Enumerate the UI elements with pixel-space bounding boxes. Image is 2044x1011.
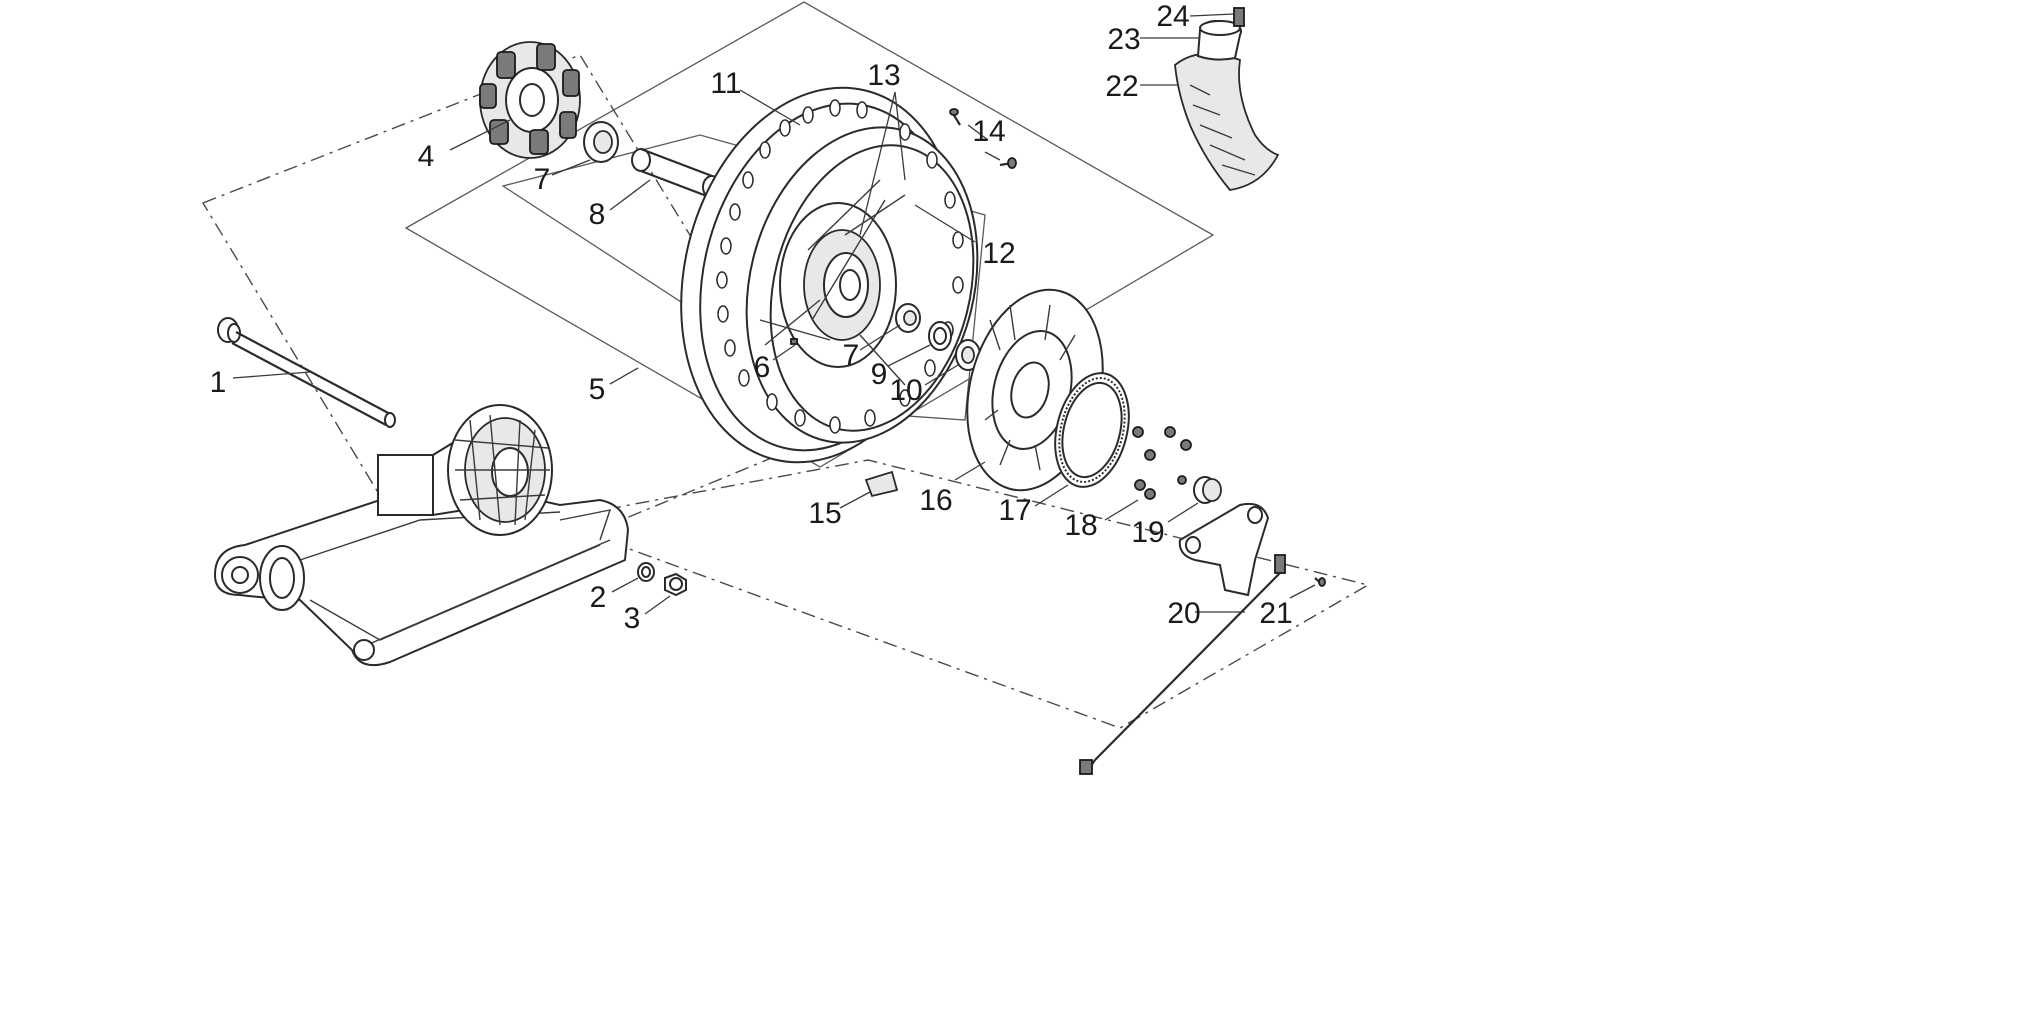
rear-wheel-assembly: [609, 86, 979, 464]
callout-7-left: 7: [534, 163, 551, 196]
callout-2: 2: [590, 581, 607, 614]
bearing-right-leader: [859, 324, 901, 351]
callout-23: 23: [1107, 23, 1140, 56]
callout-4: 4: [418, 140, 435, 173]
callout-21: 21: [1259, 597, 1292, 630]
callout-7-right: 7: [843, 339, 860, 372]
abs-sensor: [1079, 554, 1326, 775]
washer: [611, 562, 655, 593]
callout-9: 9: [871, 358, 888, 391]
callout-14: 14: [972, 115, 1005, 148]
axle-nut: [644, 572, 687, 615]
abs-tone-ring: [1034, 372, 1130, 507]
callout-16: 16: [919, 484, 952, 517]
callout-6: 6: [754, 351, 771, 384]
callout-20: 20: [1167, 597, 1200, 630]
callout-24: 24: [1156, 0, 1189, 33]
balance-weight: [839, 470, 899, 509]
bolts: [1104, 426, 1192, 521]
callout-8: 8: [589, 198, 606, 231]
rear-axle: [217, 317, 396, 428]
callout-10: 10: [889, 374, 922, 407]
rim-holes: [716, 99, 964, 434]
callout-11: 11: [710, 67, 741, 100]
callout-13: 13: [867, 59, 900, 92]
tyre-group: [1140, 7, 1280, 191]
callout-22: 22: [1105, 70, 1138, 103]
callout-12: 12: [982, 237, 1015, 270]
brake-assembly-outline: [547, 459, 1370, 729]
cush-drive-rubber: [449, 41, 581, 159]
callout-1: 1: [210, 366, 227, 399]
swingarm-assembly-outline: [201, 54, 817, 596]
bearing-left: [551, 121, 619, 176]
callout-15: 15: [808, 497, 841, 530]
seal: [887, 321, 952, 367]
swingarm: [213, 404, 630, 666]
bushing: [1167, 476, 1222, 523]
callout-18: 18: [1064, 509, 1097, 542]
callout-labels: 1 2 3 4 5 6 7 7 8 9 10 11 12 13 14 15 16…: [210, 0, 1293, 635]
caliper-bracket: [1178, 502, 1270, 613]
wheel-assembly-frame: [404, 1, 1215, 468]
callout-3: 3: [624, 602, 641, 635]
screws: [949, 108, 1017, 169]
callout-17: 17: [998, 494, 1031, 527]
callout-5: 5: [589, 373, 606, 406]
valve-leader: [772, 344, 796, 361]
callout-19: 19: [1131, 516, 1164, 549]
